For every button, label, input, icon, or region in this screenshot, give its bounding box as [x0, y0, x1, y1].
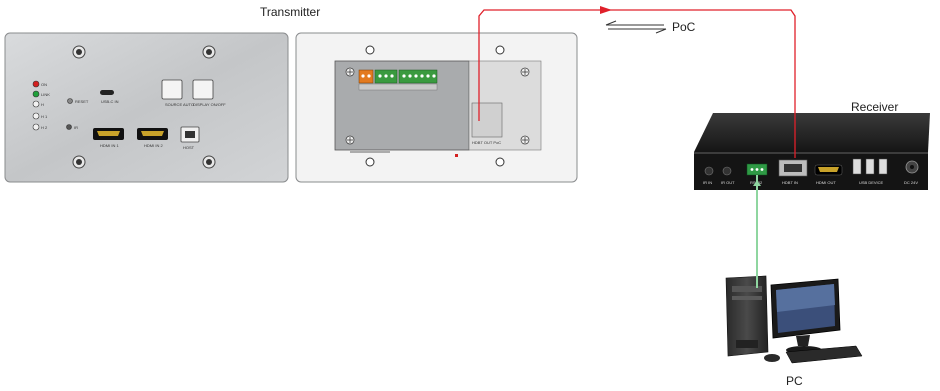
ir-sensor-icon: [66, 124, 72, 130]
ir-label: IR: [74, 125, 78, 130]
led-h-icon: [32, 100, 40, 108]
receiver-label: Receiver: [851, 100, 898, 114]
display-onoff-button[interactable]: [192, 79, 214, 100]
led-label-h1: H 1: [41, 114, 48, 119]
host-label: HOST: [183, 145, 195, 150]
arrow-up-icon: [753, 180, 761, 186]
hdmi1-label: HDMI IN 1: [100, 143, 119, 148]
led-label-link: LINK: [41, 92, 50, 97]
led-power-icon: [32, 80, 40, 88]
hdmi-out-label: HDMI OUT: [816, 180, 836, 185]
reset-label: RESET: [75, 99, 89, 104]
hdmi-port-icon: [93, 128, 168, 140]
source-auto-button[interactable]: [161, 79, 183, 100]
hdbt-cable: [478, 6, 796, 158]
display-onoff-label: DISPLAY ON/OFF: [193, 102, 226, 107]
poc-label: PoC: [672, 20, 696, 34]
reset-button[interactable]: [67, 98, 73, 104]
usb-b-port-icon: [180, 126, 200, 143]
pc-label: PC: [786, 374, 803, 388]
transmitter-rear-plate: HDBT OUT PoC: [295, 32, 578, 183]
board-screw-icon: [345, 67, 530, 145]
mount-hole-icon: [365, 45, 505, 167]
transmitter-label: Transmitter: [260, 5, 320, 19]
hdbt-in-label: HDBT IN: [782, 180, 798, 185]
rs232-cable: [753, 175, 761, 288]
hdbt-out-label: HDBT OUT PoC: [472, 140, 501, 145]
arrow-right-icon: [600, 6, 612, 14]
hdmi-out-port-icon: [814, 164, 843, 176]
hdbt-out-port-icon: [471, 102, 503, 138]
pc-icon: [725, 275, 863, 364]
screw-icon: [72, 45, 216, 169]
led-link-icon: [32, 90, 40, 98]
source-auto-label: SOURCE AUTO: [165, 102, 194, 107]
usbc-port-icon: [100, 90, 114, 95]
ir-in-jack-icon: [704, 166, 714, 176]
led-h1-icon: [32, 112, 40, 120]
led-label-h: H: [41, 102, 44, 107]
usb-a-port-icon: [852, 158, 888, 175]
ir-out-label: IR OUT: [721, 180, 735, 185]
usb-device-label: USB DEVICE: [859, 180, 884, 185]
ir-in-label: IR IN: [703, 180, 712, 185]
transmitter-front-plate: ON LINK H H 1 H 2 RESET IR USB-C IN SOUR…: [4, 32, 289, 183]
led-h2-icon: [32, 123, 40, 131]
terminal-block-icon: [358, 69, 438, 91]
usbc-label: USB-C IN: [101, 99, 119, 104]
dc-label: DC 24V: [904, 180, 918, 185]
receiver-device: IR IN IR OUT RS232 HDBT IN HDMI OUT USB …: [694, 113, 930, 190]
poc-arrow-icon: [605, 20, 667, 34]
led-label-h2: H 2: [41, 125, 48, 130]
ir-out-jack-icon: [722, 166, 732, 176]
hdmi2-label: HDMI IN 2: [144, 143, 163, 148]
led-label-on: ON: [41, 82, 47, 87]
